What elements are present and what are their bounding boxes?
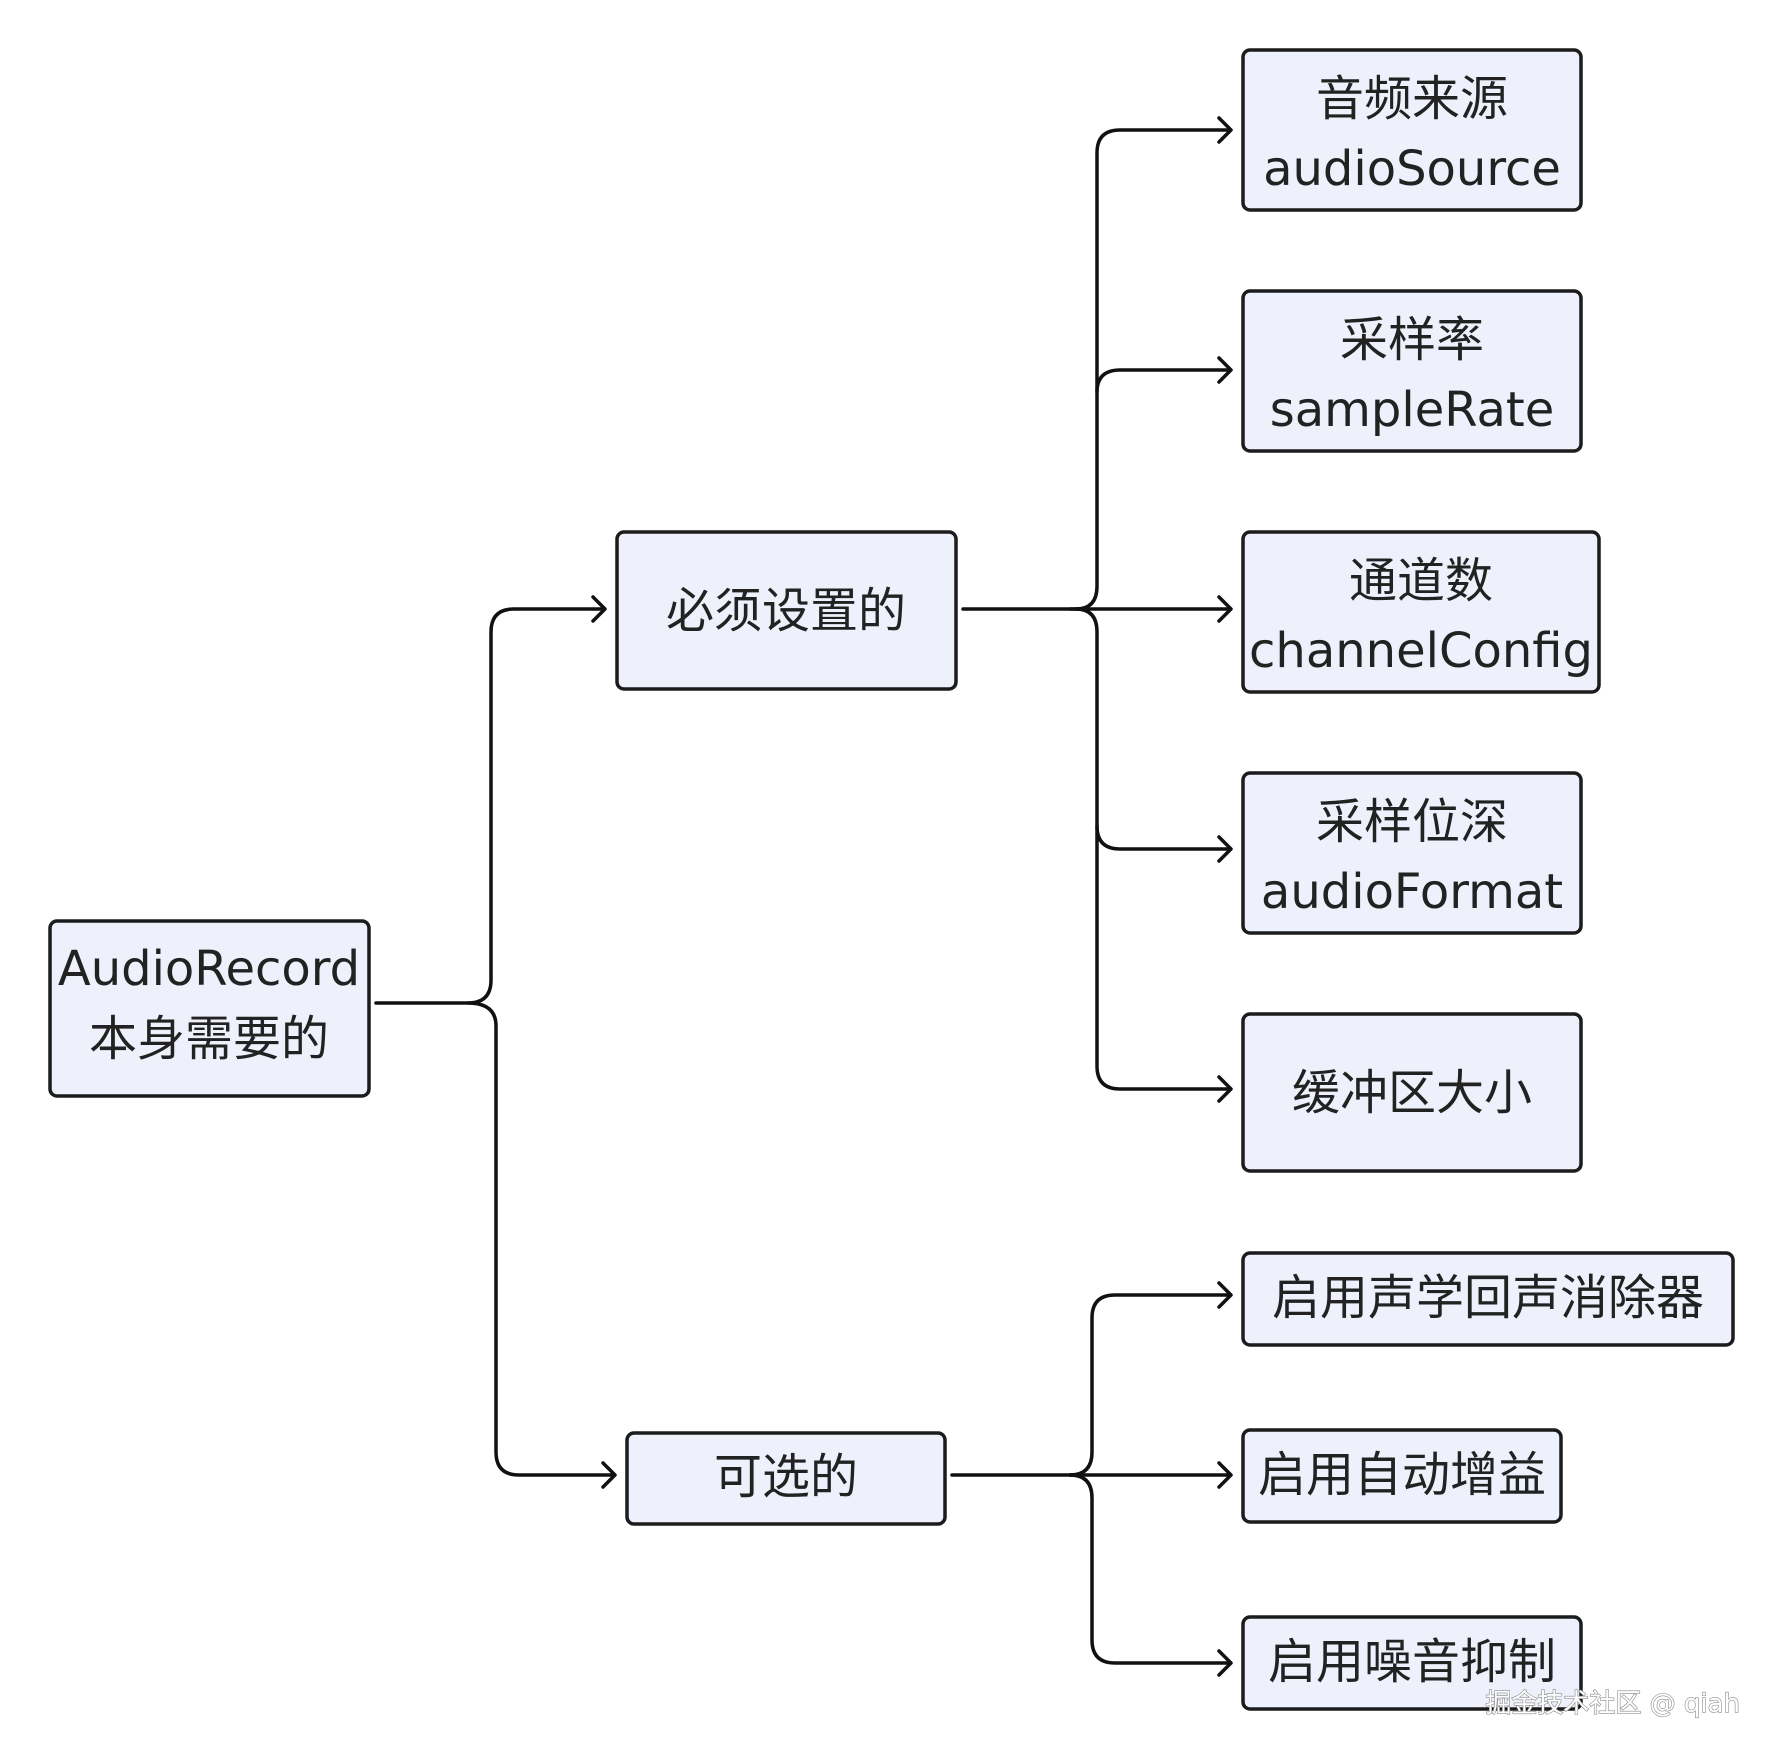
arrowhead-audio-source <box>1217 116 1233 144</box>
arrowhead-required <box>591 595 607 623</box>
connector-to-audio-format <box>1074 607 1232 851</box>
node-audio-format: 采样位深 audioFormat <box>1241 771 1583 935</box>
connector-root-to-required <box>374 607 606 1005</box>
connector-to-audio-source <box>1074 128 1232 611</box>
node-buffer-size: 缓冲区大小 <box>1241 1012 1583 1173</box>
connector-root-to-optional <box>466 1001 616 1477</box>
required-branch-node: 必须设置的 <box>615 530 958 691</box>
node-audio-format-line-2: audioFormat <box>1261 864 1563 920</box>
nodes: AudioRecord 本身需要的 必须设置的 可选的 音频来源 audioSo… <box>48 48 1735 1711</box>
node-channel-config-line-1: 通道数 <box>1349 553 1493 609</box>
node-sample-rate-line-2: sampleRate <box>1270 382 1555 438</box>
node-sample-rate-line-1: 采样率 <box>1340 312 1484 368</box>
arrowhead-audio-format <box>1217 835 1233 863</box>
arrowhead-noise-suppressor <box>1217 1649 1233 1677</box>
optional-branch-label: 可选的 <box>714 1449 858 1505</box>
arrowhead-auto-gain <box>1217 1461 1233 1489</box>
connector-to-noise-suppressor <box>1068 1473 1232 1665</box>
optional-branch-node: 可选的 <box>625 1431 947 1526</box>
arrowhead-buffer-size <box>1217 1075 1233 1103</box>
node-audio-format-line-1: 采样位深 <box>1316 794 1508 850</box>
arrowhead-sample-rate <box>1217 356 1233 384</box>
connector-to-echo-canceler <box>1068 1293 1232 1477</box>
root-node: AudioRecord 本身需要的 <box>48 919 371 1098</box>
node-echo-canceler: 启用声学回声消除器 <box>1241 1251 1735 1347</box>
node-noise-suppressor-line-1: 启用噪音抑制 <box>1268 1634 1556 1690</box>
required-branch-label: 必须设置的 <box>666 583 906 639</box>
node-buffer-size-line-1: 缓冲区大小 <box>1292 1065 1532 1121</box>
node-sample-rate: 采样率 sampleRate <box>1241 289 1583 453</box>
node-auto-gain: 启用自动增益 <box>1241 1428 1563 1524</box>
arrowhead-channel-config <box>1217 595 1233 623</box>
node-noise-suppressor: 启用噪音抑制 <box>1241 1615 1583 1711</box>
watermark-text: 掘金技术社区 @ qiah <box>1485 1689 1740 1719</box>
node-audio-source-line-1: 音频来源 <box>1316 71 1508 127</box>
connectors <box>374 116 1233 1677</box>
connector-to-buffer-size <box>1095 824 1232 1091</box>
arrowhead-optional <box>601 1461 617 1489</box>
root-node-line-2: 本身需要的 <box>89 1011 329 1067</box>
arrowhead-echo-canceler <box>1217 1281 1233 1309</box>
node-echo-canceler-line-1: 启用声学回声消除器 <box>1272 1270 1704 1326</box>
node-auto-gain-line-1: 启用自动增益 <box>1258 1447 1546 1503</box>
node-audio-source: 音频来源 audioSource <box>1241 48 1583 212</box>
connector-to-sample-rate <box>1095 368 1232 394</box>
node-channel-config: 通道数 channelConfig <box>1241 530 1601 694</box>
root-node-line-1: AudioRecord <box>58 941 360 997</box>
node-channel-config-line-2: channelConfig <box>1249 623 1593 679</box>
node-audio-source-line-2: audioSource <box>1263 141 1561 197</box>
